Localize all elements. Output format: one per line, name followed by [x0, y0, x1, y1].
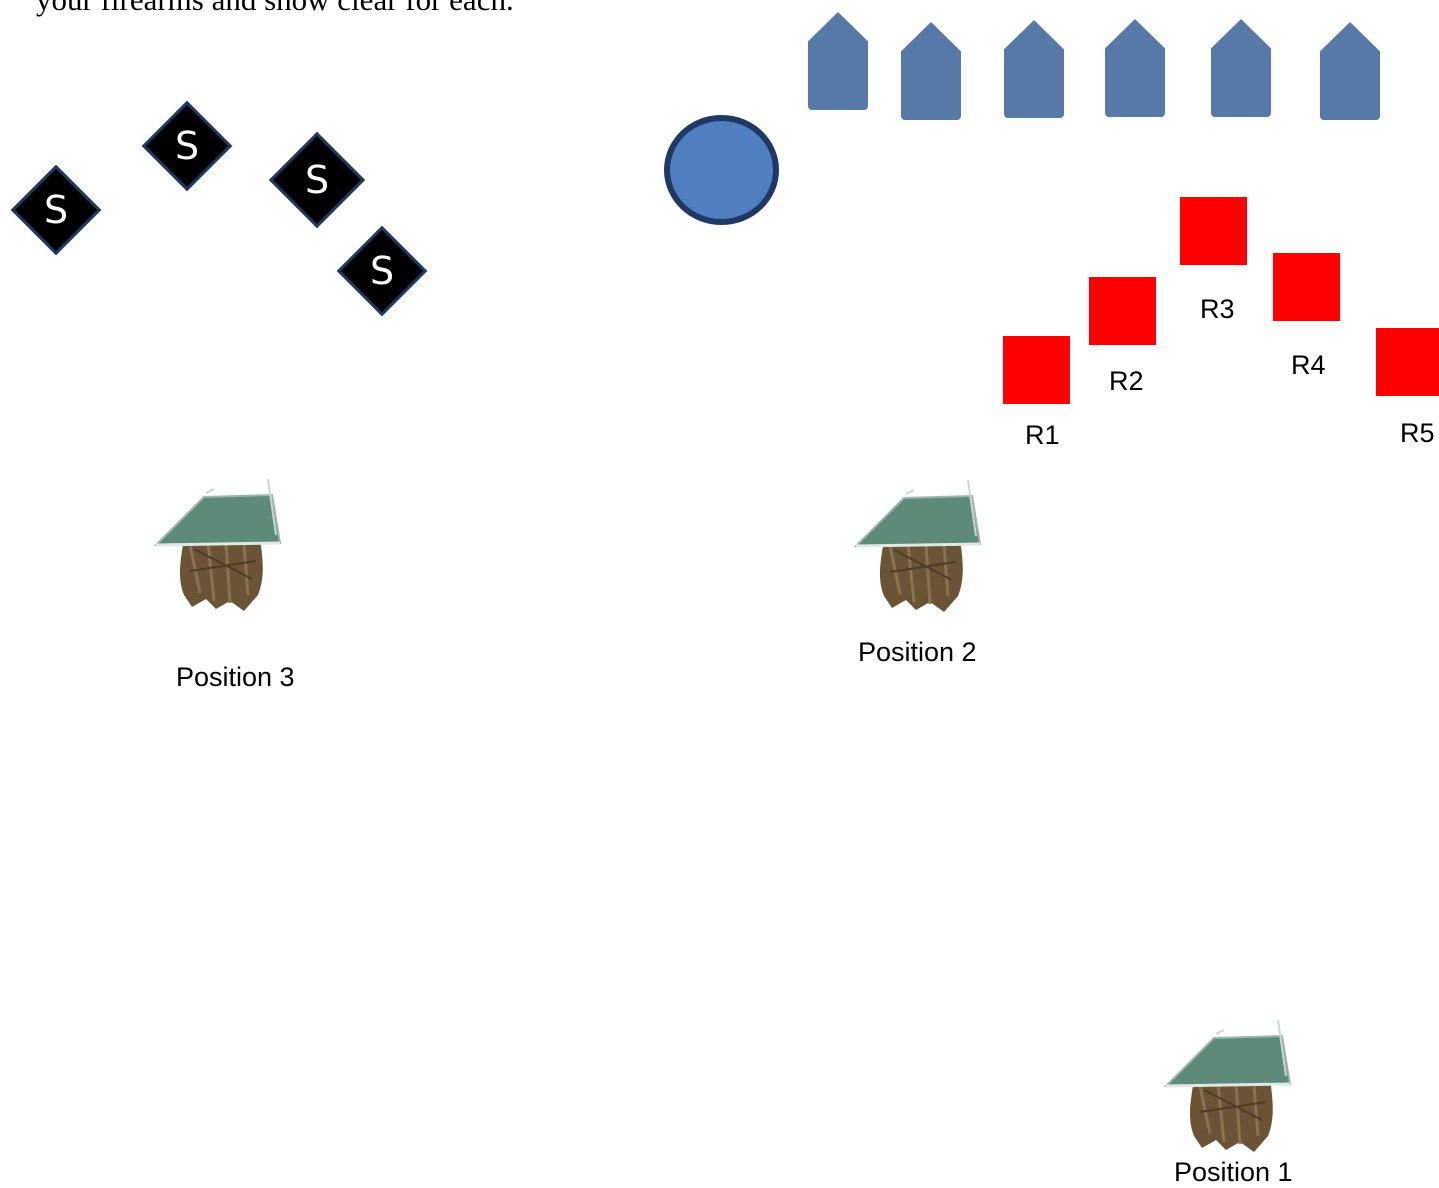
- house-target: [1105, 19, 1165, 117]
- instruction-text: your firearms and show clear for each.: [36, 0, 514, 18]
- red-target-label: R2: [1109, 366, 1144, 397]
- red-target-label: R4: [1291, 350, 1326, 381]
- position-label: Position 2: [858, 637, 977, 668]
- barricade-icon: [1164, 1016, 1294, 1156]
- blue-circle-target: [664, 115, 779, 225]
- barricade-icon: [154, 475, 284, 615]
- house-target: [901, 22, 961, 120]
- red-target-r1: [1003, 336, 1070, 404]
- red-target-label: R5: [1400, 418, 1435, 449]
- steel-target-label: S: [285, 148, 349, 212]
- red-target-label: R1: [1025, 420, 1060, 451]
- steel-target-label: S: [155, 114, 219, 178]
- barricade-icon: [854, 476, 984, 616]
- house-target: [808, 12, 868, 110]
- red-target-r2: [1089, 277, 1156, 345]
- position-label: Position 1: [1174, 1157, 1293, 1188]
- steel-target-label: S: [350, 239, 414, 303]
- house-target: [1320, 22, 1380, 120]
- position-label: Position 3: [176, 662, 295, 693]
- red-target-r3: [1180, 197, 1247, 265]
- house-target: [1211, 19, 1271, 117]
- steel-target-label: S: [24, 178, 88, 242]
- red-target-r5: [1376, 328, 1439, 396]
- house-target: [1004, 20, 1064, 118]
- red-target-label: R3: [1200, 294, 1235, 325]
- red-target-r4: [1273, 253, 1340, 321]
